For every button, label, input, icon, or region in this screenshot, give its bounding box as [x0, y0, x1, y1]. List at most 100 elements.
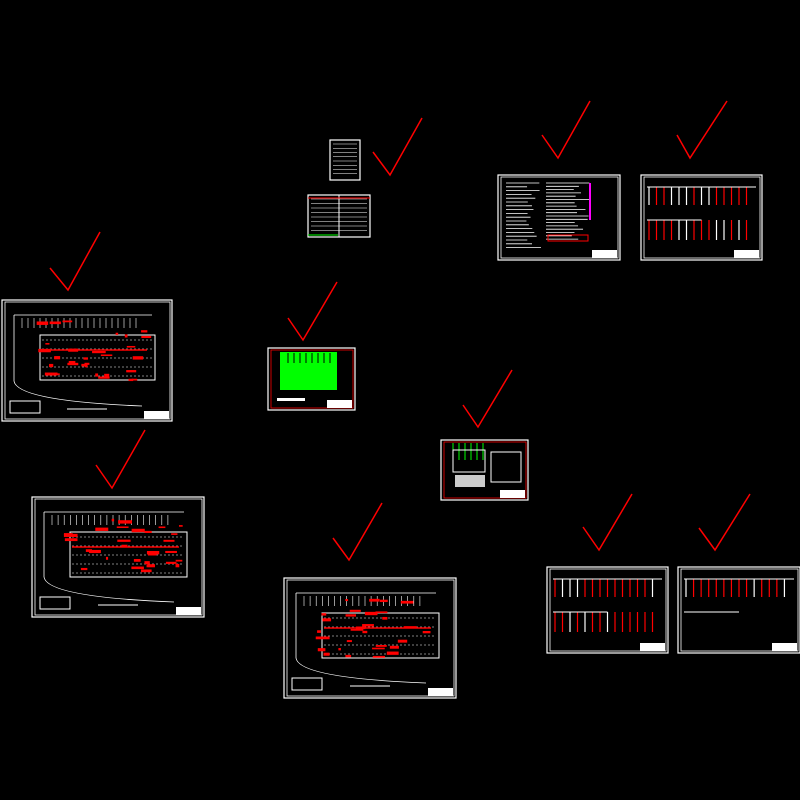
checkmark-icon: [698, 493, 751, 552]
wiring: [126, 370, 137, 373]
wiring: [133, 558, 141, 562]
wiring: [346, 640, 352, 643]
green-table: [280, 352, 337, 390]
wiring: [54, 356, 61, 360]
wiring: [349, 609, 361, 612]
sheet-frame: [329, 139, 361, 181]
wiring: [95, 527, 109, 531]
drawing-sheet[interactable]: [640, 174, 763, 261]
inner-border: [680, 568, 799, 652]
inner-border: [500, 176, 619, 259]
wiring: [175, 559, 183, 562]
wiring: [163, 539, 175, 542]
wiring: [81, 363, 87, 367]
title-block: [592, 250, 617, 258]
drawing-sheet[interactable]: [31, 496, 205, 618]
checkmark-icon: [95, 429, 146, 490]
wiring: [362, 630, 368, 634]
wiring: [116, 526, 129, 528]
wiring: [111, 518, 115, 522]
wiring: [64, 538, 78, 542]
drawing-sheet[interactable]: [440, 439, 529, 501]
drawing-sheet[interactable]: [1, 299, 173, 422]
wiring: [141, 335, 152, 339]
checkmark-icon: [332, 502, 383, 562]
title-block: [772, 643, 797, 651]
checkmark-icon: [372, 117, 423, 177]
wiring: [403, 626, 417, 629]
wiring: [146, 551, 160, 555]
wiring: [375, 611, 388, 614]
wiring: [146, 564, 155, 568]
checkmark-icon: [676, 100, 728, 160]
wiring: [317, 630, 322, 633]
building-outline: [69, 531, 188, 578]
title-block: [327, 400, 352, 408]
drawing-sheet[interactable]: [546, 566, 669, 654]
inner-border: [549, 568, 667, 652]
wiring: [131, 566, 144, 570]
wiring: [382, 616, 388, 620]
wiring: [117, 539, 131, 542]
title-block: [428, 688, 453, 696]
inner-border: [4, 301, 171, 420]
checkmark-icon: [582, 493, 633, 552]
wiring: [369, 598, 380, 602]
wiring: [345, 614, 357, 617]
wiring: [345, 599, 349, 602]
legend-box: [9, 400, 41, 414]
inner-border: [270, 349, 354, 409]
site-outline: [43, 511, 184, 603]
wiring: [364, 611, 378, 616]
wiring: [338, 648, 341, 651]
drawing-sheet[interactable]: [497, 174, 621, 261]
wiring: [131, 378, 138, 381]
wiring: [128, 378, 134, 382]
wiring: [92, 350, 106, 354]
wiring: [144, 561, 150, 565]
wiring: [45, 343, 50, 345]
checkmark-icon: [541, 100, 591, 160]
wiring: [178, 525, 183, 527]
wiring: [400, 600, 414, 604]
wiring: [379, 599, 388, 603]
title-block: [734, 250, 759, 258]
building-outline: [39, 334, 156, 381]
checkmark-icon: [462, 369, 513, 429]
wiring: [315, 636, 330, 640]
wiring: [141, 330, 148, 333]
drawing-sheet[interactable]: [267, 347, 356, 411]
wiring: [63, 533, 78, 537]
wiring: [49, 363, 54, 368]
sheet-frame: [283, 577, 457, 699]
wiring: [104, 373, 110, 377]
wiring: [323, 652, 330, 656]
wiring: [44, 372, 58, 376]
wiring: [56, 373, 60, 375]
site-outline: [13, 314, 152, 407]
checkmark-icon: [49, 231, 101, 292]
title-block: [176, 607, 201, 615]
drawing-sheet[interactable]: [329, 139, 361, 181]
wiring: [126, 345, 136, 348]
inner-border: [34, 498, 203, 616]
wiring: [350, 628, 364, 631]
wiring: [49, 321, 61, 325]
wiring: [132, 356, 144, 360]
drawing-sheet[interactable]: [307, 194, 371, 238]
wiring: [144, 530, 152, 534]
checkmark-icon: [287, 281, 338, 342]
wiring: [115, 332, 119, 335]
wiring: [397, 639, 408, 643]
drawing-sheet[interactable]: [283, 577, 457, 699]
wiring: [375, 645, 387, 647]
drawing-sheet[interactable]: [677, 566, 800, 654]
wiring: [85, 549, 92, 552]
wiring: [95, 373, 99, 377]
wiring: [386, 651, 399, 655]
wiring: [372, 647, 385, 650]
wiring: [317, 648, 326, 652]
inner-border: [443, 441, 527, 499]
wiring: [422, 630, 431, 634]
